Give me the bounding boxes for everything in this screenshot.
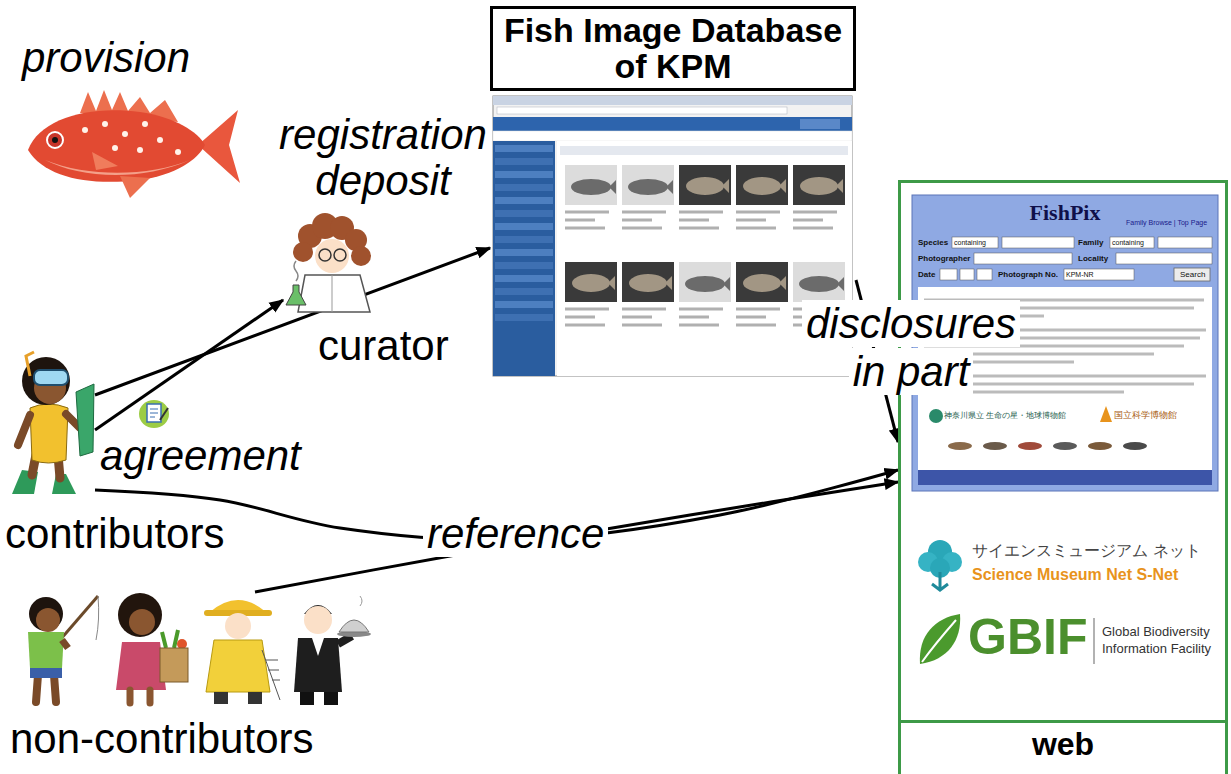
text-slot: containing [954, 237, 986, 248]
form-label: Photograph No. [998, 269, 1058, 280]
diver-illustration [12, 352, 94, 494]
edge-label: reference [423, 510, 608, 557]
logo-text: Science Museum Net S-Net [972, 565, 1178, 584]
flow-arrow [255, 482, 898, 592]
button-label: Search [1180, 269, 1205, 280]
non-contributor-group: non-contributors [10, 592, 372, 707]
label-slot: Science Museum Net S-Net [972, 565, 1178, 584]
label-slot: サイエンスミュージアム ネット [972, 541, 1201, 560]
curator-figure: curator [283, 215, 385, 312]
form-label: Species [918, 237, 948, 248]
text-slot: non-contributors [10, 715, 314, 763]
snet-logo-icon [918, 540, 962, 590]
museum-logo-text: 国立科学博物館 [1114, 409, 1177, 421]
text-slot: 神奈川県立 生命の星・地球博物館 [944, 410, 1066, 422]
non-contributor-illustrations [28, 593, 371, 705]
text-slot: Photographer [918, 253, 970, 264]
text-slot: Species [918, 237, 948, 248]
form-label: Date [918, 269, 935, 280]
logo-text: Global Biodiversity Information Facility [1102, 624, 1222, 658]
select-value: containing [954, 237, 986, 248]
figure-caption: non-contributors [10, 715, 314, 763]
edge-label-slot: reference [423, 510, 608, 558]
database-screenshot [493, 96, 852, 376]
text-slot: Fish Image Database of KPM [490, 6, 856, 91]
web-panel: webFishPixFamily Browse | Top PageSpecie… [898, 180, 1228, 774]
logo-text: GBIF [968, 612, 1087, 662]
flow-label: provision [22, 34, 190, 82]
figure-caption: curator [318, 322, 449, 370]
text-slot: Family [1078, 237, 1103, 248]
database-title: Fish Image Database of KPM [490, 6, 856, 91]
edge-label: disclosures in part [802, 300, 1020, 395]
figure-caption: contributors [5, 510, 224, 558]
flow-label: registration deposit [278, 112, 488, 204]
text-slot: contributors [5, 510, 224, 558]
label-slot: registration deposit [278, 112, 488, 204]
text-slot: Locality [1078, 253, 1108, 264]
logo-text: サイエンスミュージアム ネット [972, 541, 1201, 560]
text-slot: Family Browse | Top Page [1126, 217, 1207, 228]
text-slot: KPM-NR [1066, 269, 1094, 280]
text-slot: Date [918, 269, 935, 280]
flow-arrow [95, 248, 490, 395]
label-slot: provision [22, 34, 190, 82]
text-slot: curator [318, 322, 449, 370]
label-slot: GBIF [968, 612, 1087, 662]
curator-illustration [286, 213, 371, 312]
form-label: Photographer [918, 253, 970, 264]
label-slot: Global Biodiversity Information Facility [1102, 624, 1222, 658]
panel-caption: web [901, 720, 1225, 763]
museum-logo-text: 神奈川県立 生命の星・地球博物館 [944, 410, 1066, 422]
fish-illustration [28, 90, 240, 198]
form-label: Locality [1078, 253, 1108, 264]
input-value: KPM-NR [1066, 269, 1094, 280]
text-slot: 国立科学博物館 [1114, 409, 1177, 421]
contributor-figure: contributors [10, 350, 95, 495]
text-slot: web [901, 720, 1225, 763]
flow-label: agreement [100, 432, 301, 480]
form-label: Family [1078, 237, 1103, 248]
select-value: containing [1112, 237, 1144, 248]
label-slot: agreement [100, 432, 301, 480]
agreement-icon [139, 400, 169, 428]
nav-link: Family Browse | Top Page [1126, 217, 1207, 228]
text-slot: containing [1112, 237, 1144, 248]
text-slot: Search [1180, 269, 1205, 280]
text-slot: Photograph No. [998, 269, 1058, 280]
flow-arrow [95, 300, 283, 430]
edge-label-slot: disclosures in part [800, 300, 1022, 397]
